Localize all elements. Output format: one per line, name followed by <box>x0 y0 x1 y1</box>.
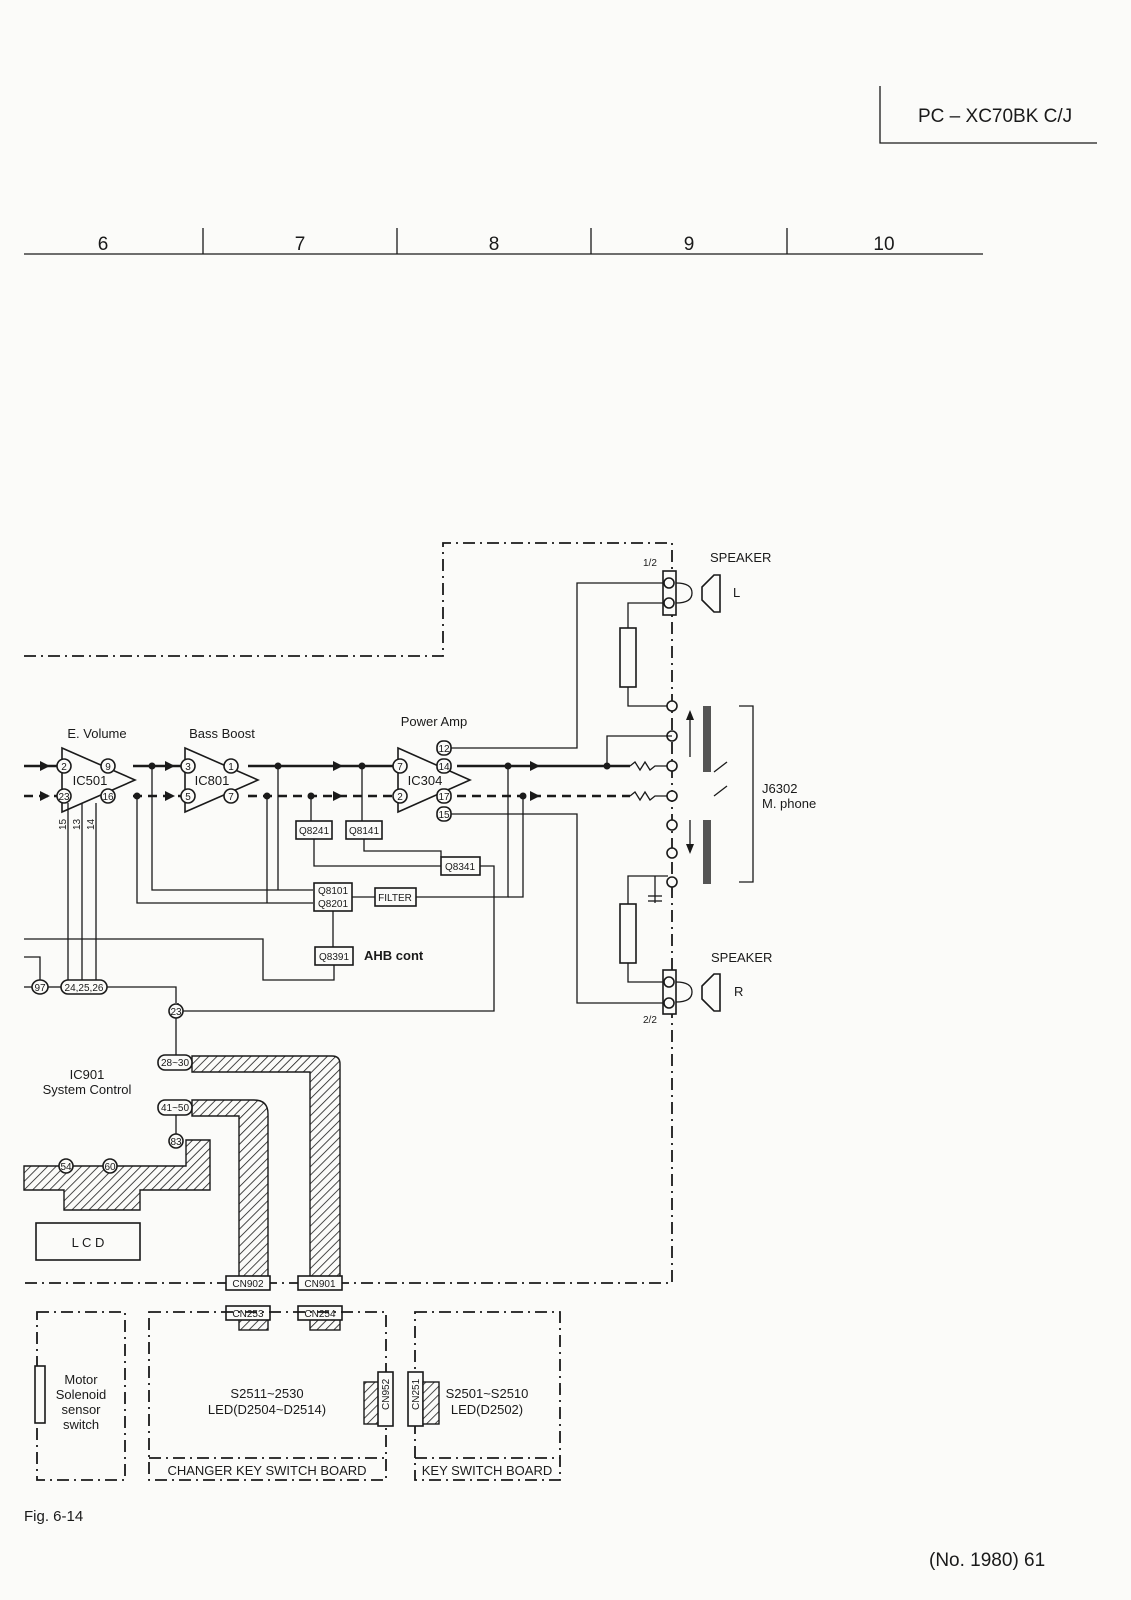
svg-text:Solenoid: Solenoid <box>56 1387 107 1402</box>
ic801-bass-boost: Bass Boost IC801 3 5 1 7 <box>180 726 260 814</box>
cn952: CN952 <box>381 1378 392 1410</box>
svg-text:2: 2 <box>397 792 403 803</box>
left-channel-signal <box>24 760 672 772</box>
svg-text:14: 14 <box>86 818 97 830</box>
speaker-r-fraction: 2/2 <box>643 1015 657 1026</box>
svg-text:15: 15 <box>58 818 69 830</box>
power-amp-label: Power Amp <box>401 714 467 729</box>
svg-text:S2501~S2510: S2501~S2510 <box>446 1386 529 1401</box>
speaker-l-channel: L <box>733 585 740 600</box>
cn253: CN253 <box>232 1309 264 1320</box>
j6302-ref: J6302 <box>762 781 797 796</box>
ic304-power-amp: Power Amp IC304 7 2 12 14 17 15 <box>392 582 668 1004</box>
column-7: 7 <box>295 234 306 255</box>
main-board-outline <box>24 542 673 1284</box>
svg-text:24,25,26: 24,25,26 <box>65 983 104 994</box>
lcd-label: L C D <box>72 1235 105 1250</box>
ic801-label: IC801 <box>195 773 230 788</box>
svg-text:97: 97 <box>34 983 46 994</box>
evolume-label: E. Volume <box>67 726 126 741</box>
q8101: Q8101 <box>318 886 348 897</box>
speaker-l-title: SPEAKER <box>710 550 771 565</box>
column-6: 6 <box>98 234 109 255</box>
ic304-label: IC304 <box>408 773 443 788</box>
column-ruler: 6 7 8 9 10 <box>24 228 983 255</box>
svg-text:7: 7 <box>397 762 403 773</box>
svg-text:83: 83 <box>170 1137 182 1148</box>
cn901: CN901 <box>304 1279 336 1290</box>
cn254: CN254 <box>304 1309 336 1320</box>
svg-text:23: 23 <box>58 792 70 803</box>
speaker-r-title: SPEAKER <box>711 950 772 965</box>
svg-text:12: 12 <box>438 744 450 755</box>
svg-text:3: 3 <box>185 762 191 773</box>
svg-text:9: 9 <box>105 762 111 773</box>
model-number: PC – XC70BK C/J <box>918 106 1072 127</box>
filter: FILTER <box>378 893 412 904</box>
bass-boost-label: Bass Boost <box>189 726 255 741</box>
column-10: 10 <box>873 234 894 255</box>
svg-text:LED(D2504~D2514): LED(D2504~D2514) <box>208 1402 326 1417</box>
svg-text:28~30: 28~30 <box>161 1058 190 1069</box>
svg-text:1: 1 <box>228 762 234 773</box>
svg-text:16: 16 <box>102 792 114 803</box>
right-channel-signal <box>24 790 672 802</box>
jack-j6302: J6302 M. phone <box>606 700 816 888</box>
svg-text:17: 17 <box>438 792 450 803</box>
svg-text:15: 15 <box>438 810 450 821</box>
motor-sensor-board: Motor Solenoid sensor switch <box>34 1311 126 1481</box>
svg-text:S2511~2530: S2511~2530 <box>230 1386 303 1401</box>
svg-text:switch: switch <box>63 1417 99 1432</box>
svg-text:54: 54 <box>60 1162 72 1173</box>
key-switch-board: S2501~S2510 LED(D2502) KEY SWITCH BOARD … <box>407 1311 561 1481</box>
q8341: Q8341 <box>445 862 475 873</box>
q8391: Q8391 <box>319 952 349 963</box>
ic901-system-control: 97 24,25,26 23 IC901 System Control 28~3… <box>23 956 341 1331</box>
j6302-name: M. phone <box>762 796 816 811</box>
model-header: PC – XC70BK C/J <box>879 86 1097 144</box>
svg-text:23: 23 <box>170 1007 182 1018</box>
svg-text:LED(D2502): LED(D2502) <box>451 1402 523 1417</box>
speaker-l: SPEAKER L 1/2 <box>619 550 771 707</box>
svg-text:sensor: sensor <box>61 1402 101 1417</box>
q8201: Q8201 <box>318 899 348 910</box>
svg-text:41~50: 41~50 <box>161 1103 190 1114</box>
changer-key-switch-board: S2511~2530 LED(D2504~D2514) CHANGER KEY … <box>148 1311 394 1481</box>
ic901-ref: IC901 <box>70 1067 105 1082</box>
svg-text:13: 13 <box>72 818 83 830</box>
q8141: Q8141 <box>349 826 379 837</box>
ic901-name: System Control <box>43 1082 132 1097</box>
speaker-l-fraction: 1/2 <box>643 558 657 569</box>
changer-board-title: CHANGER KEY SWITCH BOARD <box>167 1463 366 1478</box>
speaker-r: SPEAKER R 2/2 <box>619 875 772 1026</box>
svg-text:2: 2 <box>61 762 67 773</box>
key-board-title: KEY SWITCH BOARD <box>422 1463 553 1478</box>
column-8: 8 <box>489 234 500 255</box>
connectors: CN902 CN901 CN253 CN254 <box>225 1275 343 1321</box>
ahb-control-network: Q8241 Q8141 Q8341 Q8101 Q8201 FILTER Q83… <box>24 762 611 1012</box>
ahb-cont-label: AHB cont <box>364 948 424 963</box>
page-number: (No. 1980) 61 <box>929 1550 1045 1571</box>
svg-text:7: 7 <box>228 792 234 803</box>
cn251: CN251 <box>411 1378 422 1410</box>
ic501-evolume: E. Volume IC501 2 23 9 16 15 13 14 <box>56 726 137 989</box>
svg-text:5: 5 <box>185 792 191 803</box>
speaker-r-channel: R <box>734 984 743 999</box>
svg-text:14: 14 <box>438 762 450 773</box>
cn902: CN902 <box>232 1279 264 1290</box>
column-9: 9 <box>684 234 695 255</box>
ic501-label: IC501 <box>73 773 108 788</box>
figure-label: Fig. 6-14 <box>24 1508 83 1525</box>
svg-text:60: 60 <box>104 1162 116 1173</box>
lcd: L C D <box>35 1222 141 1261</box>
svg-text:Motor: Motor <box>64 1372 98 1387</box>
q8241: Q8241 <box>299 826 329 837</box>
